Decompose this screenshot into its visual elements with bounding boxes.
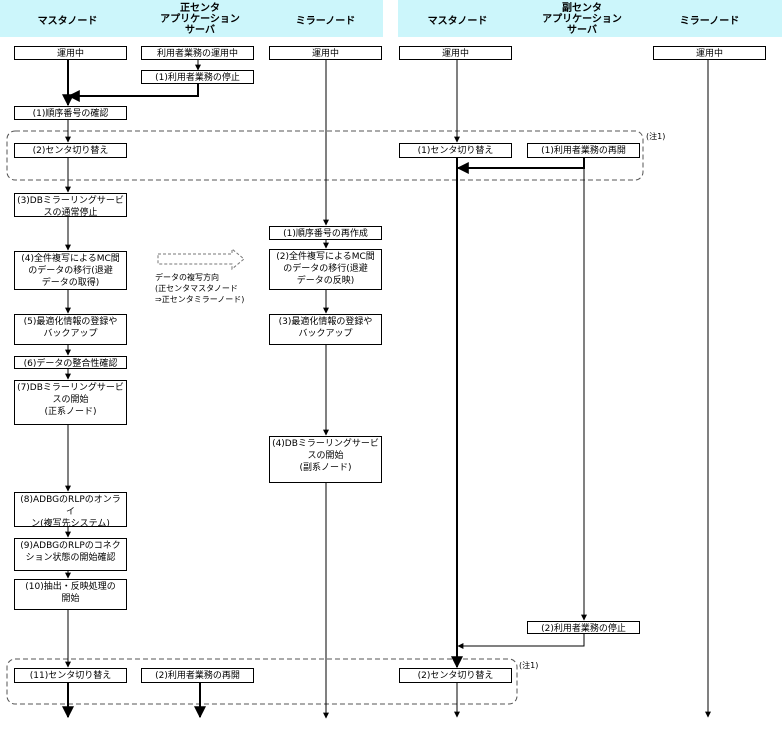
box-backup-app-stop: (2)利用者業務の停止 bbox=[527, 621, 640, 634]
box-backup-master-running: 運用中 bbox=[399, 46, 512, 60]
box-extract-apply-start: (10)抽出・反映処理の 開始 bbox=[14, 579, 127, 610]
header-primary-center: 正センタ bbox=[180, 3, 220, 14]
header-primary-mirror: ミラーノード bbox=[295, 16, 356, 27]
box-primary-mirror-running: 運用中 bbox=[269, 46, 382, 60]
copy-direction-arrow bbox=[157, 247, 245, 271]
box-adbg-rlp-online: (8)ADBGのRLPのオンライ ン(複写先システム) bbox=[14, 492, 127, 529]
box-seq-recreate: (1)順序番号の再作成 bbox=[269, 226, 382, 240]
group-box-center-switch-1 bbox=[6, 130, 644, 181]
box-primary-center-switch-2: (2)センタ切り替え bbox=[14, 143, 127, 158]
box-primary-app-running: 利用者業務の運用中 bbox=[141, 46, 254, 60]
box-adbg-rlp-connection: (9)ADBGのRLPのコネク ション状態の開始確認 bbox=[14, 538, 127, 571]
header-backup-center: 副センタ bbox=[562, 3, 602, 14]
box-mirror-service-start-secondary: (4)DBミラーリングサービ スの開始 (副系ノード) bbox=[269, 436, 382, 483]
flow-line bbox=[456, 158, 585, 174]
box-seq-confirm: (1)順序番号の確認 bbox=[14, 106, 127, 120]
box-full-copy-backup: (4)全件複写によるMC間 のデータの移行(退避 データの取得) bbox=[14, 251, 127, 290]
box-primary-app-stop: (1)利用者業務の停止 bbox=[141, 70, 254, 84]
box-primary-master-running: 運用中 bbox=[14, 46, 127, 60]
box-backup-center-switch-1: (1)センタ切り替え bbox=[399, 143, 512, 158]
footnote-marker-1: (注1) bbox=[646, 132, 666, 141]
header-backup-mirror: ミラーノード bbox=[679, 16, 740, 27]
box-full-copy-apply: (2)全件複写によるMC間 のデータの移行(退避 データの反映) bbox=[269, 249, 382, 290]
box-backup-center-switch-2: (2)センタ切り替え bbox=[399, 668, 512, 683]
box-mirror-service-stop: (3)DBミラーリングサービ スの通常停止 bbox=[14, 193, 127, 218]
flow-line bbox=[457, 634, 585, 649]
header-backup-app-server: アプリケーション サーバ bbox=[542, 14, 622, 36]
backup-center-header-bg bbox=[398, 0, 782, 37]
box-backup-mirror-running: 運用中 bbox=[653, 46, 766, 60]
box-primary-center-switch-11: (11)センタ切り替え bbox=[14, 668, 127, 683]
box-consistency-check: (6)データの整合性確認 bbox=[14, 356, 127, 369]
group-box-center-switch-2 bbox=[6, 658, 518, 705]
box-mirror-optimize: (3)最適化情報の登録や バックアップ bbox=[269, 314, 382, 345]
primary-center-header-bg bbox=[0, 0, 383, 37]
copy-direction-note: データの複写方向 (正センタマスタノード ⇒正センタミラーノード) bbox=[155, 273, 245, 304]
box-backup-app-resume: (1)利用者業務の再開 bbox=[527, 143, 640, 158]
box-primary-app-resume: (2)利用者業務の再開 bbox=[141, 668, 254, 683]
header-backup-master: マスタノード bbox=[427, 16, 488, 27]
flow-line bbox=[67, 84, 199, 102]
box-primary-optimize: (5)最適化情報の登録や バックアップ bbox=[14, 314, 127, 345]
footnote-marker-2: (注1) bbox=[519, 661, 539, 670]
box-mirror-service-start-primary: (7)DBミラーリングサービ スの開始 (正系ノード) bbox=[14, 380, 127, 425]
header-primary-app-server: アプリケーション サーバ bbox=[160, 14, 240, 36]
header-primary-master: マスタノード bbox=[37, 16, 98, 27]
